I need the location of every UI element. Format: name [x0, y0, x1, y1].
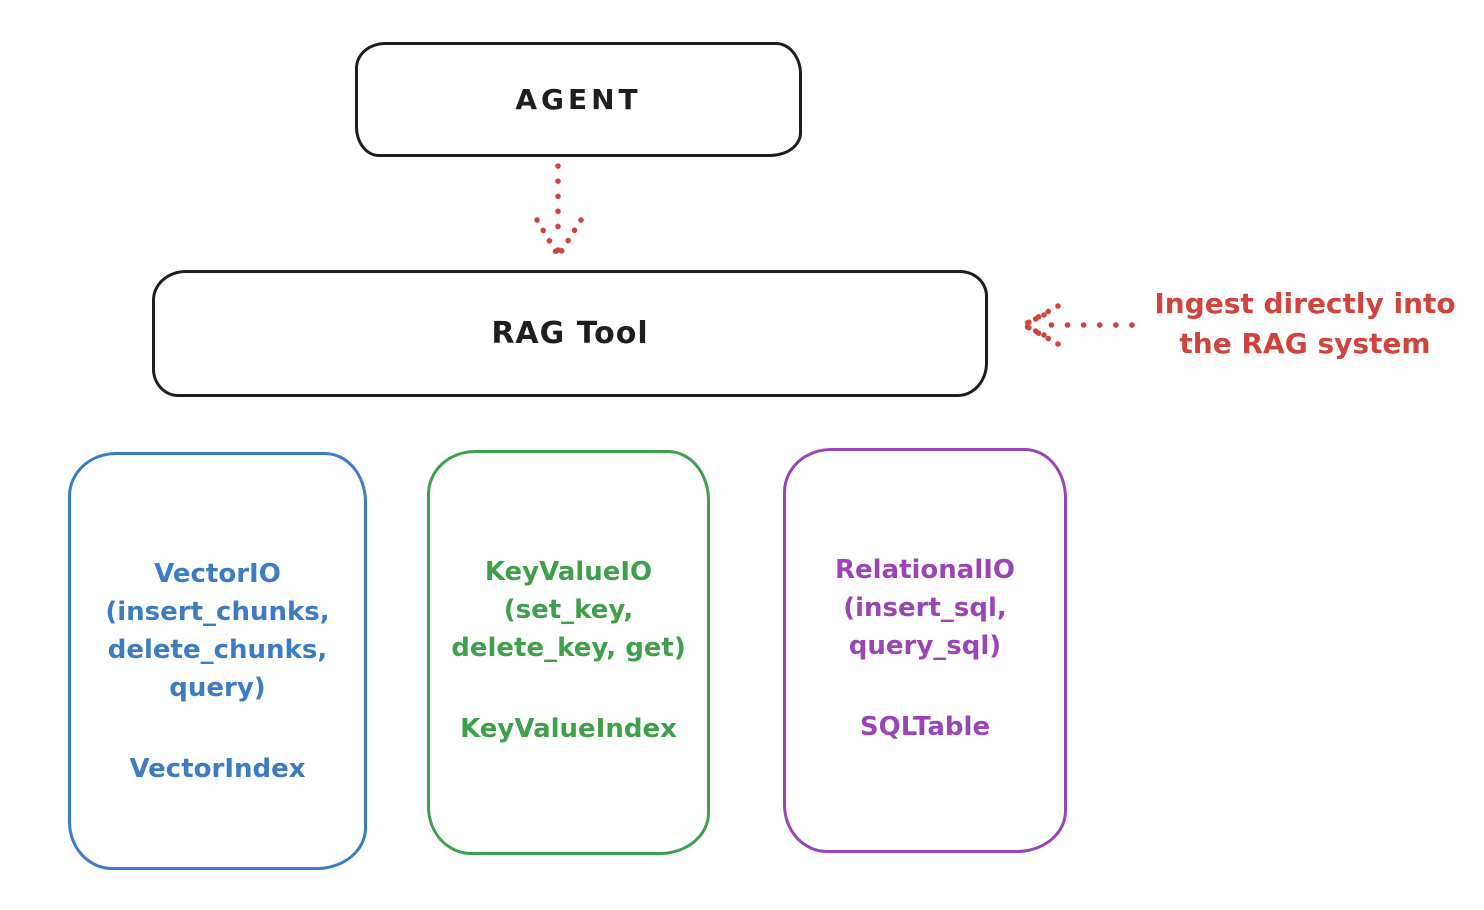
- ingest-annotation-line1: Ingest directly into: [1154, 287, 1456, 320]
- store-line: (set_key,: [503, 595, 634, 625]
- store-line: (insert_sql,: [843, 593, 1007, 623]
- store-line: KeyValueIO: [484, 557, 653, 587]
- relational-io-lines: RelationalIO (insert_sql, query_sql): [835, 551, 1015, 665]
- vector-io-box: VectorIO (insert_chunks, delete_chunks, …: [68, 452, 367, 870]
- store-line: VectorIO: [154, 559, 281, 589]
- annotation-to-ragtool-arrow-icon: [1020, 303, 1135, 347]
- relational-io-box: RelationalIO (insert_sql, query_sql) SQL…: [783, 448, 1067, 853]
- keyvalue-io-lines: KeyValueIO (set_key, delete_key, get): [451, 553, 686, 667]
- rag-tool-box: RAG Tool: [152, 270, 988, 397]
- keyvalue-index-label: KeyValueIndex: [460, 714, 677, 744]
- agent-to-ragtool-arrow-icon: [534, 163, 584, 261]
- ingest-annotation: Ingest directly into the RAG system: [1130, 284, 1480, 364]
- keyvalue-io-box: KeyValueIO (set_key, delete_key, get) Ke…: [427, 450, 710, 855]
- rag-tool-label: RAG Tool: [491, 316, 649, 351]
- vector-io-lines: VectorIO (insert_chunks, delete_chunks, …: [105, 555, 329, 707]
- store-line: delete_chunks,: [107, 635, 328, 665]
- vector-index-label: VectorIndex: [129, 754, 306, 784]
- store-line: query): [169, 673, 266, 703]
- store-line: (insert_chunks,: [105, 597, 330, 627]
- ingest-annotation-line2: the RAG system: [1179, 327, 1431, 360]
- agent-label: AGENT: [515, 83, 642, 116]
- store-line: RelationalIO: [834, 555, 1016, 585]
- agent-box: AGENT: [355, 42, 802, 157]
- store-line: delete_key, get): [451, 633, 686, 663]
- store-line: query_sql): [848, 631, 1002, 661]
- sql-table-label: SQLTable: [859, 712, 991, 742]
